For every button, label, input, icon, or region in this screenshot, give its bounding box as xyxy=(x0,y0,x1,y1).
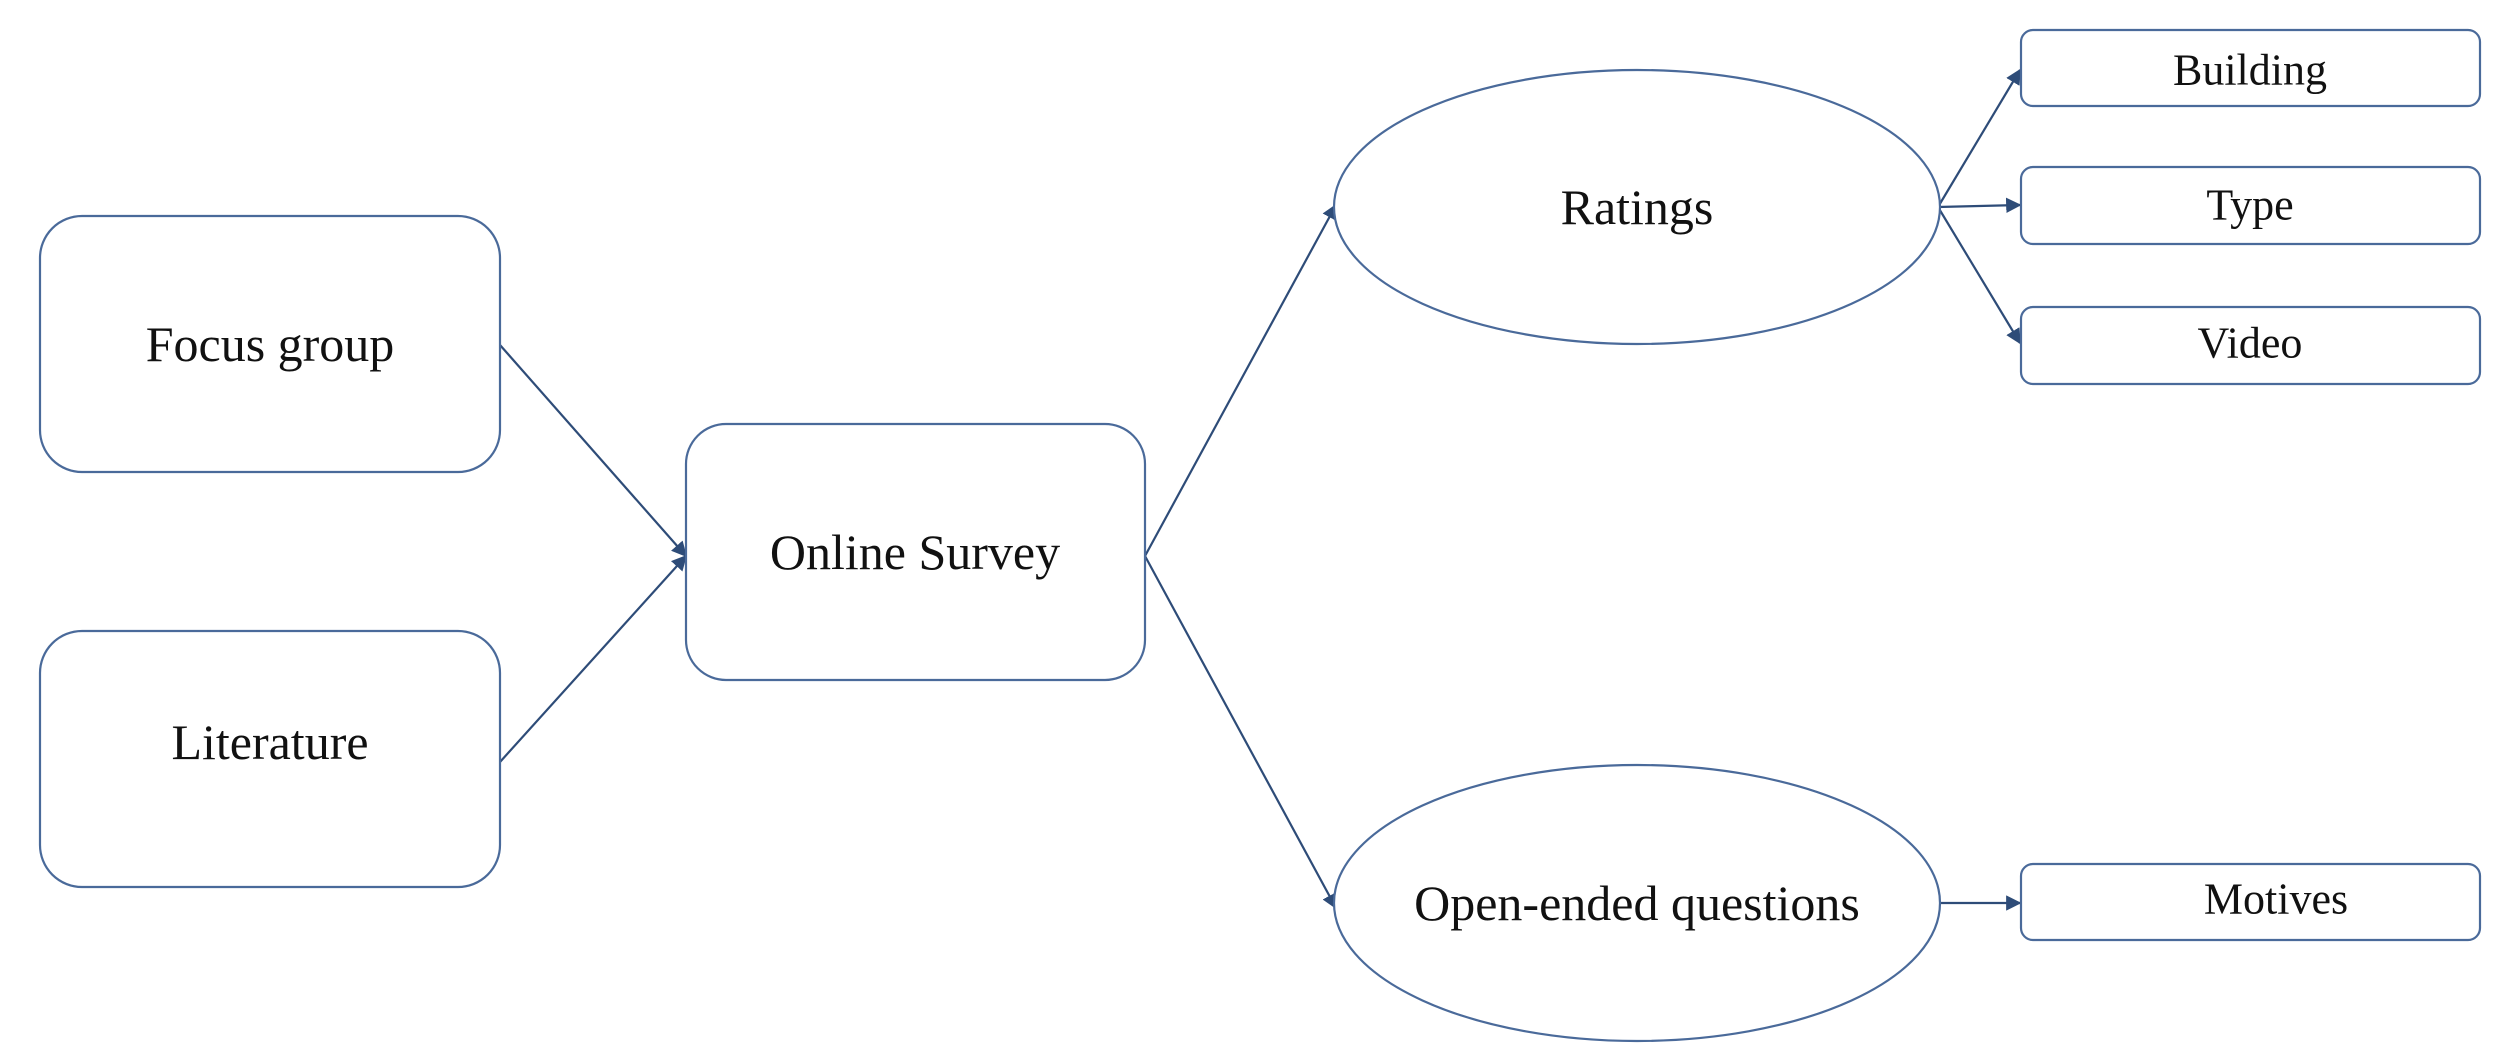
node-motives: Motives xyxy=(2019,862,2482,942)
node-building: Building xyxy=(2019,28,2482,108)
arrow-ratings-to-type xyxy=(1937,197,2022,214)
node-literature: Literature xyxy=(38,629,502,889)
node-open-ended-questions: Open-ended questions xyxy=(1332,763,1942,1043)
node-focus-group: Focus group xyxy=(38,214,502,474)
node-label-literature: Literature xyxy=(171,714,368,770)
arrow-focus-group-to-online-survey xyxy=(499,344,688,558)
arrow-online-survey-to-ratings xyxy=(1144,203,1337,557)
arrow-ratings-to-building xyxy=(1937,68,2021,208)
node-ratings: Ratings xyxy=(1332,68,1942,346)
node-label-ratings: Ratings xyxy=(1561,179,1714,235)
arrow-online-survey-to-open-ended xyxy=(1144,555,1337,910)
arrow-literature-to-online-survey xyxy=(499,554,688,763)
node-label-video: Video xyxy=(2198,319,2303,368)
node-video: Video xyxy=(2019,305,2482,386)
node-label-building: Building xyxy=(2173,46,2327,95)
node-online-survey: Online Survey xyxy=(684,422,1147,682)
node-type: Type xyxy=(2019,165,2482,246)
node-label-focus-group: Focus group xyxy=(146,316,395,372)
node-label-open-ended-questions: Open-ended questions xyxy=(1414,875,1860,931)
node-label-motives: Motives xyxy=(2204,875,2348,924)
arrow-ratings-to-video xyxy=(1937,206,2021,345)
edges xyxy=(499,68,2022,911)
node-label-online-survey: Online Survey xyxy=(770,524,1060,580)
node-label-type: Type xyxy=(2206,181,2293,230)
